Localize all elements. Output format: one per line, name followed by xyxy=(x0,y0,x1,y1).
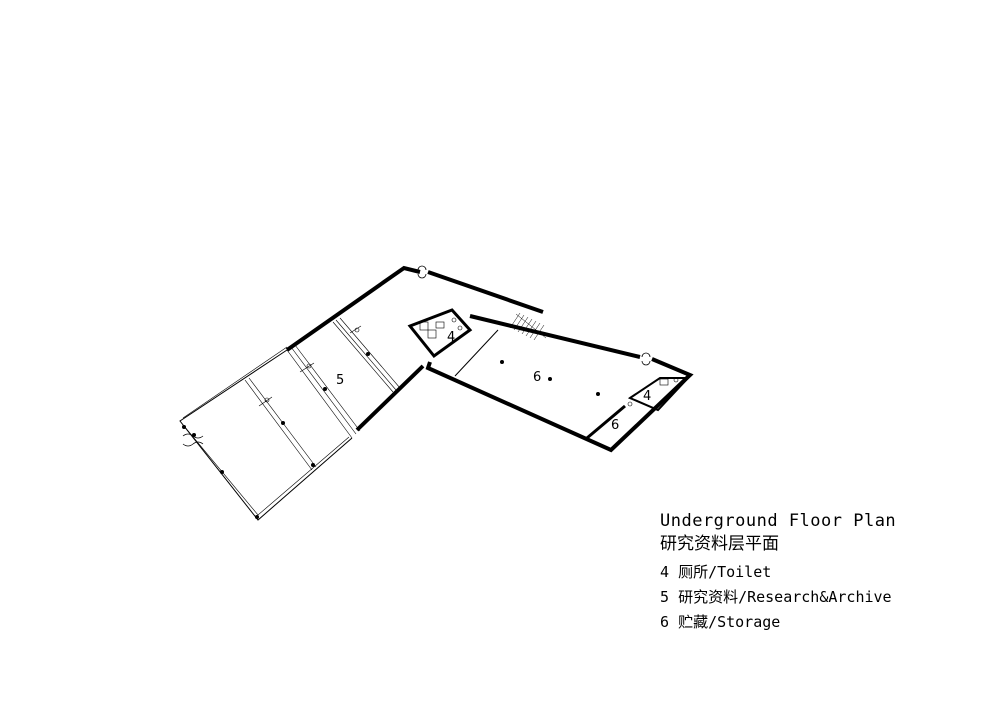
left-wing-glass-wall-north xyxy=(182,346,288,419)
legend-item-number: 6 xyxy=(660,613,670,631)
right-wing-partition xyxy=(454,329,499,377)
columns[interactable] xyxy=(182,352,370,519)
room-label-storage-a: 6 xyxy=(533,370,541,385)
room-label-storage-b: 6 xyxy=(611,418,619,433)
left-wing-glass-wall xyxy=(179,349,353,521)
left-wing-north-wall xyxy=(285,265,421,352)
room-labels: 4 5 6 4 6 xyxy=(336,330,651,433)
east-door[interactable] xyxy=(641,352,651,366)
plan-subtitle: 研究资料层平面 xyxy=(660,534,779,554)
legend-item: 4 厕所/Toilet xyxy=(660,560,896,585)
north-door[interactable] xyxy=(417,265,427,279)
right-wing-north-wall xyxy=(469,314,641,359)
legend-item: 5 研究资料/Research&Archive xyxy=(660,585,896,610)
stair-strips xyxy=(244,317,401,471)
left-wing-glass-wall-inner xyxy=(183,425,350,516)
room-label-toilet-b: 4 xyxy=(643,389,651,404)
legend-item-text: 研究资料/Research&Archive xyxy=(678,588,892,606)
entrance-door[interactable] xyxy=(182,433,204,447)
left-wing xyxy=(179,265,547,521)
legend-item-text: 贮藏/Storage xyxy=(678,613,781,631)
legend-item-number: 4 xyxy=(660,563,670,581)
toilet-core-b xyxy=(627,377,691,412)
left-wing-inner-wall xyxy=(355,364,425,432)
storage-b-wall xyxy=(586,404,626,440)
room-label-research: 5 xyxy=(336,373,344,388)
left-wing-east-wall xyxy=(427,270,544,314)
legend-item: 6 贮藏/Storage xyxy=(660,610,896,635)
room-label-toilet-a: 4 xyxy=(447,330,455,345)
legend-item-number: 5 xyxy=(660,588,670,606)
right-wing-north-wall-b xyxy=(425,357,694,453)
plan-legend: Underground Floor Plan 研究资料层平面 4 厕所/Toil… xyxy=(660,510,896,635)
right-wing xyxy=(425,314,694,453)
legend-item-text: 厕所/Toilet xyxy=(678,563,772,581)
plan-title: Underground Floor Plan xyxy=(660,511,897,531)
columns-right[interactable] xyxy=(500,360,600,396)
fixtures xyxy=(258,325,362,407)
toilet-core-a xyxy=(407,308,473,359)
